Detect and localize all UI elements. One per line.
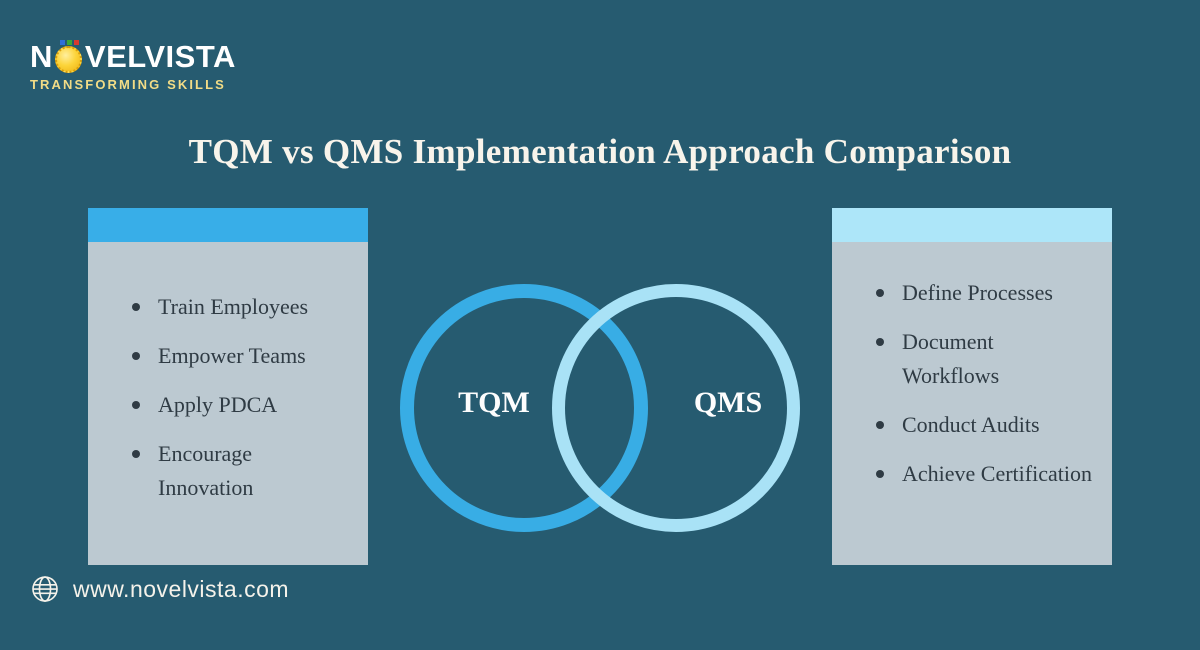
list-item-text: Achieve Certification xyxy=(902,461,1092,486)
list-item: Train Employees xyxy=(130,290,348,324)
red-square-icon xyxy=(73,40,79,45)
list-item-text: Define Processes xyxy=(902,280,1053,305)
blue-square-icon xyxy=(59,40,65,45)
qms-circle xyxy=(552,284,800,532)
list-item: Conduct Audits xyxy=(874,408,1092,442)
tqm-circle xyxy=(400,284,648,532)
list-item-text: Encourage Innovation xyxy=(158,441,254,500)
novelvista-logo: N VELVISTA TRANSFORMING SKILLS xyxy=(30,40,236,93)
bullet-icon xyxy=(132,401,140,409)
bullet-icon xyxy=(876,338,884,346)
green-square-icon xyxy=(66,40,72,45)
bullet-icon xyxy=(132,303,140,311)
bullet-icon xyxy=(132,450,140,458)
bullet-icon xyxy=(876,470,884,478)
list-item: Apply PDCA xyxy=(130,388,348,422)
list-item: Empower Teams xyxy=(130,339,348,373)
bullet-icon xyxy=(132,352,140,360)
qms-card: Define Processes Document Workflows Cond… xyxy=(832,208,1112,565)
sun-icon xyxy=(54,46,82,73)
qms-card-header xyxy=(832,208,1112,242)
list-item-text: Conduct Audits xyxy=(902,412,1040,437)
qms-list: Define Processes Document Workflows Cond… xyxy=(832,242,1112,491)
logo-text-velvista: VELVISTA xyxy=(84,39,236,74)
tqm-card-header xyxy=(88,208,368,242)
globe-icon xyxy=(32,576,58,602)
list-item-text: Train Employees xyxy=(158,294,309,319)
logo-wordmark: N VELVISTA xyxy=(30,40,236,74)
list-item-text: Document Workflows xyxy=(902,329,1000,388)
bullet-icon xyxy=(876,289,884,297)
sun-badge-icon xyxy=(54,40,84,74)
list-item-text: Empower Teams xyxy=(158,343,306,368)
bullet-icon xyxy=(876,421,884,429)
qms-label: QMS xyxy=(693,386,763,419)
website-text: www.novelvista.com xyxy=(73,575,290,602)
logo-text-n: N xyxy=(30,39,53,74)
list-item: Encourage Innovation xyxy=(130,437,348,505)
list-item-text: Apply PDCA xyxy=(158,392,278,417)
list-item: Define Processes xyxy=(874,276,1092,310)
page-title: TQM vs QMS Implementation Approach Compa… xyxy=(188,132,1012,171)
list-item: Achieve Certification xyxy=(874,457,1092,491)
tqm-label: TQM xyxy=(458,386,530,419)
tqm-card: Train Employees Empower Teams Apply PDCA… xyxy=(88,208,368,565)
logo-tagline: TRANSFORMING SKILLS xyxy=(30,77,226,92)
tqm-list: Train Employees Empower Teams Apply PDCA… xyxy=(88,242,368,505)
list-item: Document Workflows xyxy=(874,325,1092,393)
footer: www.novelvista.com xyxy=(30,574,289,604)
